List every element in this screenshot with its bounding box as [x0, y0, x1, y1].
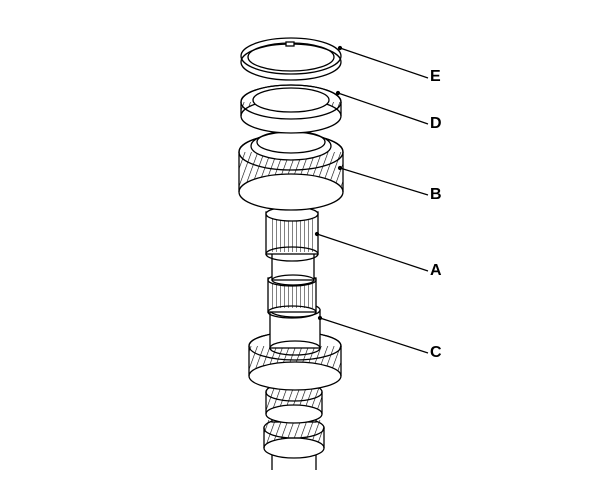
callout-label-e: E: [430, 68, 441, 85]
leader-line-e: [339, 47, 429, 79]
needle-bearing-a: [265, 206, 319, 262]
lower-gear-bottom: [263, 417, 325, 459]
callout-label-c: C: [430, 344, 442, 361]
callout-label-a: A: [430, 262, 442, 279]
callout-label-b: B: [430, 186, 442, 203]
gear-b: [238, 130, 344, 211]
synchro-ring-d: [240, 84, 342, 134]
leader-line-d: [337, 92, 429, 125]
leader-line-c: [319, 317, 429, 354]
leader-line-a: [316, 233, 429, 272]
leader-lines: [314, 45, 429, 354]
shaft-plain-section: [271, 251, 315, 286]
gear-c: [248, 302, 342, 391]
callout-label-d: D: [430, 115, 442, 132]
leader-line-b: [339, 167, 429, 196]
snap-ring-e: [240, 37, 342, 81]
